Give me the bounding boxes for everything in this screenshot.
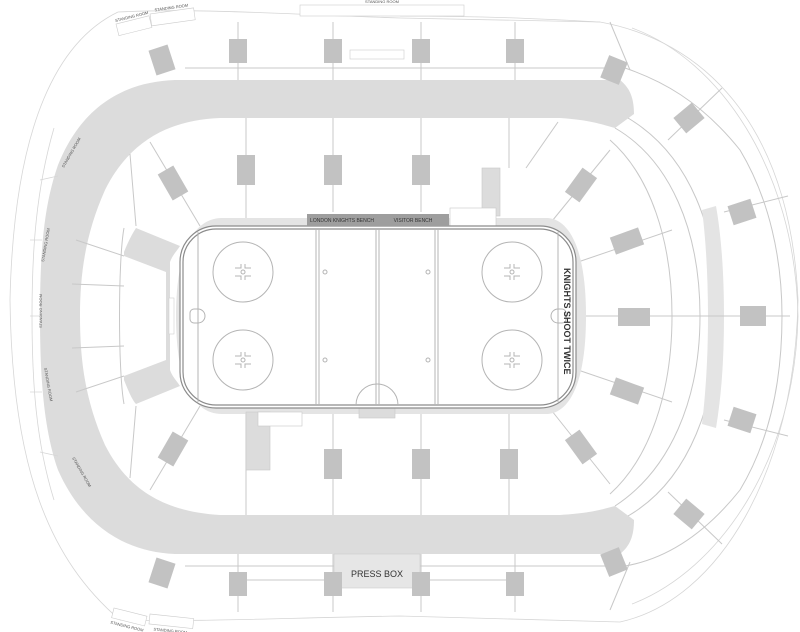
ice-slogan: KNIGHTS SHOOT TWICE <box>562 268 572 375</box>
section-marker[interactable] <box>600 547 628 577</box>
standing-room-label: STANDING ROOM <box>43 367 54 401</box>
section-marker[interactable] <box>727 198 757 226</box>
section-marker[interactable] <box>412 572 430 596</box>
section-marker[interactable] <box>157 431 189 467</box>
standing-room-bottom-left-b[interactable] <box>148 613 195 629</box>
section-marker[interactable] <box>500 449 518 479</box>
section-marker[interactable] <box>412 449 430 479</box>
standing-room-label: STANDING ROOM <box>40 228 51 262</box>
visitor-bench-label: VISITOR BENCH <box>394 218 433 224</box>
ice-rink: KNIGHTS SHOOT TWICE <box>179 225 577 409</box>
concourse <box>40 80 634 554</box>
home-bench-label: LONDON KNIGHTS BENCH <box>310 218 374 224</box>
section-marker[interactable] <box>673 102 705 134</box>
section-marker[interactable] <box>673 498 705 530</box>
section-marker[interactable] <box>324 155 342 185</box>
section-marker[interactable] <box>412 39 430 63</box>
section-marker[interactable] <box>506 39 524 63</box>
standing-room-bottom-left-a[interactable] <box>111 607 148 627</box>
section-marker[interactable] <box>157 165 189 201</box>
section-marker[interactable] <box>618 308 650 326</box>
standing-room-top-left-b[interactable] <box>149 7 196 27</box>
home-bench[interactable] <box>307 214 377 226</box>
section-marker[interactable] <box>324 39 342 63</box>
left-end-concourse <box>124 228 180 404</box>
press-box[interactable]: PRESS BOX <box>333 553 421 589</box>
seat-sections <box>148 39 766 596</box>
standing-rooms: STANDING ROOM STANDING ROOM STANDING ROO… <box>30 0 465 632</box>
section-marker[interactable] <box>237 155 255 185</box>
section-marker[interactable] <box>229 572 247 596</box>
standing-room-label: STANDING ROOM <box>38 294 43 328</box>
standing-room-label: STANDING ROOM <box>153 626 187 632</box>
standing-room-label: STANDING ROOM <box>154 3 188 13</box>
standing-room-top-left-a[interactable] <box>115 15 153 37</box>
section-marker[interactable] <box>609 377 645 405</box>
section-marker[interactable] <box>564 167 598 203</box>
section-marker[interactable] <box>740 306 766 326</box>
section-marker[interactable] <box>412 155 430 185</box>
section-marker[interactable] <box>324 449 342 479</box>
visitor-bench[interactable] <box>377 214 449 226</box>
press-box-label: PRESS BOX <box>351 569 403 579</box>
section-marker[interactable] <box>324 572 342 596</box>
section-marker[interactable] <box>609 227 645 255</box>
section-marker[interactable] <box>600 55 628 85</box>
corner-blocks <box>245 167 501 471</box>
standing-room-label: STANDING ROOM <box>365 0 399 4</box>
standing-room-top-center[interactable] <box>299 4 465 17</box>
section-marker[interactable] <box>727 406 757 434</box>
benches: LONDON KNIGHTS BENCH VISITOR BENCH <box>307 214 449 226</box>
left-dividers <box>71 227 125 405</box>
section-marker[interactable] <box>148 557 176 589</box>
section-marker[interactable] <box>564 429 598 465</box>
small-box-top <box>349 49 405 60</box>
section-marker[interactable] <box>506 572 524 596</box>
section-marker[interactable] <box>148 44 176 76</box>
section-marker[interactable] <box>229 39 247 63</box>
